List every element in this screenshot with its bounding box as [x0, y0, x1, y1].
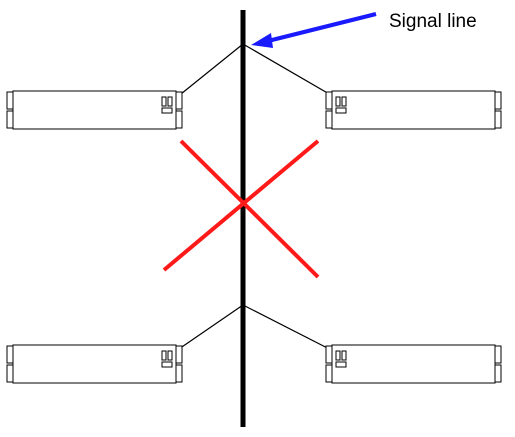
cross-icon: [162, 139, 320, 279]
rack-device-icon-bottom-left: [6, 344, 183, 384]
bottom-left-wire: [175, 304, 244, 352]
signal-line-label: Signal line: [389, 11, 477, 32]
arrow-left-icon: [251, 12, 377, 48]
rack-device-icon-bottom-right: [325, 344, 502, 384]
rack-device-icon-top-left: [6, 90, 183, 130]
top-left-wire: [175, 43, 244, 99]
rack-device-icon-top-right: [325, 90, 502, 130]
